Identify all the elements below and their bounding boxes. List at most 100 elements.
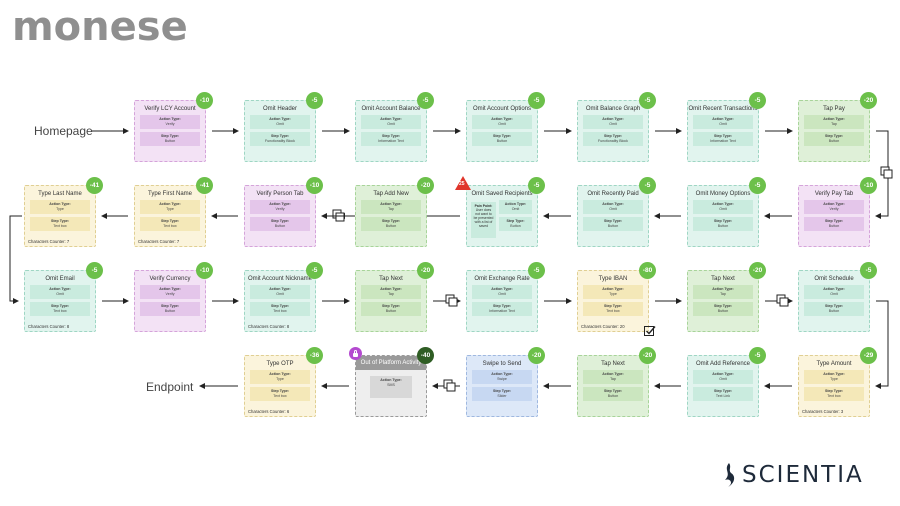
action-type-value: Type — [166, 207, 174, 211]
action-type-label: Action Type: — [269, 287, 291, 291]
score-badge: -10 — [860, 177, 877, 194]
action-type-field: Action Type:Omit — [361, 115, 421, 129]
action-type-value: Omit — [56, 292, 64, 296]
step-type-field: Step Type:Button — [250, 217, 310, 231]
action-type-value: Tap — [388, 207, 394, 211]
step-title: Tap Pay — [823, 106, 845, 112]
action-type-value: Swipe — [497, 377, 507, 381]
step-title: Omit Account Nickname — [247, 276, 313, 282]
endpoint-label: Endpoint — [146, 380, 194, 394]
step-type-field: Step Type:Text box — [250, 387, 310, 401]
action-type-value: Verify — [165, 292, 175, 296]
step-type-label: Step Type: — [506, 219, 525, 223]
step-type-value: Button — [164, 139, 176, 143]
step-type-field: Step Type:Button — [693, 302, 753, 316]
step-type-label: Step Type: — [713, 134, 733, 138]
step-type-value: Button — [510, 224, 521, 228]
score-badge: -5 — [860, 262, 877, 279]
step-title: Omit Recent Transactions — [688, 106, 758, 112]
step-type-label: Step Type: — [270, 134, 290, 138]
step-type-value: Information Text — [710, 139, 736, 143]
score-badge: -20 — [639, 347, 656, 364]
action-type-field: Action Type:Tap — [693, 285, 753, 299]
characters-counter: Characters Counter: 8 — [28, 324, 70, 329]
step-title: Omit Saved Recipients — [471, 191, 533, 197]
action-type-label: Action Type: — [269, 372, 291, 376]
step-title: Omit Email — [45, 276, 75, 282]
step-type-field: Step Type:Functionality Block — [250, 132, 310, 146]
step-type-value: Slider — [497, 394, 507, 398]
step-title: Omit Recently Paid — [587, 191, 639, 197]
action-type-label: Action Type: — [49, 202, 71, 206]
step-type-value: Functionality Block — [265, 139, 295, 143]
step-type-label: Step Type: — [824, 219, 844, 223]
score-badge: -20 — [860, 92, 877, 109]
score-badge: -41 — [86, 177, 103, 194]
step-type-value: Text box — [53, 309, 67, 313]
action-type-label: Action Type: — [823, 372, 845, 376]
action-type-label: Action Type: — [269, 202, 291, 206]
step-type-value: Information Text — [489, 309, 515, 313]
pain-point-text: User does not want to be presented with … — [473, 208, 494, 228]
action-type-value: Omit — [511, 207, 520, 211]
action-type-label: Action Type: — [602, 202, 624, 206]
step-title: Omit Header — [262, 106, 297, 112]
action-type-field: Action Type:Swipe — [472, 370, 532, 384]
action-type-field: Action Type:Tap — [361, 200, 421, 214]
score-badge: -40 — [417, 347, 434, 364]
action-type-label: Action Type: — [159, 202, 181, 206]
action-type-field: Action Type:Omit — [804, 285, 864, 299]
step-type-field: Step Type:Text box — [804, 387, 864, 401]
step-title: Type IBAN — [598, 276, 628, 282]
action-type-field: Action Type:Omit — [472, 285, 532, 299]
action-type-label: Action Type: — [159, 117, 181, 121]
action-type-label: Action Type: — [380, 202, 402, 206]
action-type-value: Omit — [276, 292, 284, 296]
step-title: Verify Currency — [149, 276, 191, 282]
step-title: Tap Next — [379, 276, 403, 282]
action-type-label: Action Type: — [602, 372, 624, 376]
checkbox-icon — [644, 326, 656, 336]
score-badge: -5 — [749, 347, 766, 364]
action-type-field: Action Type:Omit — [693, 115, 753, 129]
step-type-field: Step Type:Information Text — [472, 302, 532, 316]
action-type-label: Action Type: — [380, 378, 402, 382]
characters-counter: Characters Counter: 3 — [802, 409, 844, 414]
flow-arrow-down-left — [9, 215, 22, 304]
action-type-field: Action Type:Omit — [693, 200, 753, 214]
action-type-field: Action Type:Type — [804, 370, 864, 384]
step-type-field: Step Type:Button — [583, 217, 643, 231]
action-type-label: Action Type: — [602, 287, 624, 291]
step-type-label: Step Type: — [492, 304, 512, 308]
score-badge: -20 — [749, 262, 766, 279]
step-title: Omit Exchange Rate — [474, 276, 530, 282]
score-badge: -5 — [639, 92, 656, 109]
step-title: Omit Schedule — [814, 276, 854, 282]
step-type-field: Step Type:Text box — [140, 217, 200, 231]
step-type-label: Step Type: — [492, 389, 512, 393]
step-title: Omit Balance Graph — [585, 106, 641, 112]
scientia-flame-icon — [725, 463, 735, 487]
step-type-value: Button — [607, 394, 619, 398]
action-type-value: Omit — [387, 122, 395, 126]
step-type-label: Step Type: — [713, 304, 733, 308]
screen-transition-icon — [776, 294, 789, 307]
lock-icon — [349, 347, 362, 360]
step-type-value: Button — [385, 309, 397, 313]
action-type-value: Verify — [275, 207, 285, 211]
action-type-label: Action Type: — [823, 202, 845, 206]
score-badge: -5 — [528, 177, 545, 194]
homepage-label: Homepage — [34, 124, 93, 138]
score-badge: -5 — [528, 262, 545, 279]
